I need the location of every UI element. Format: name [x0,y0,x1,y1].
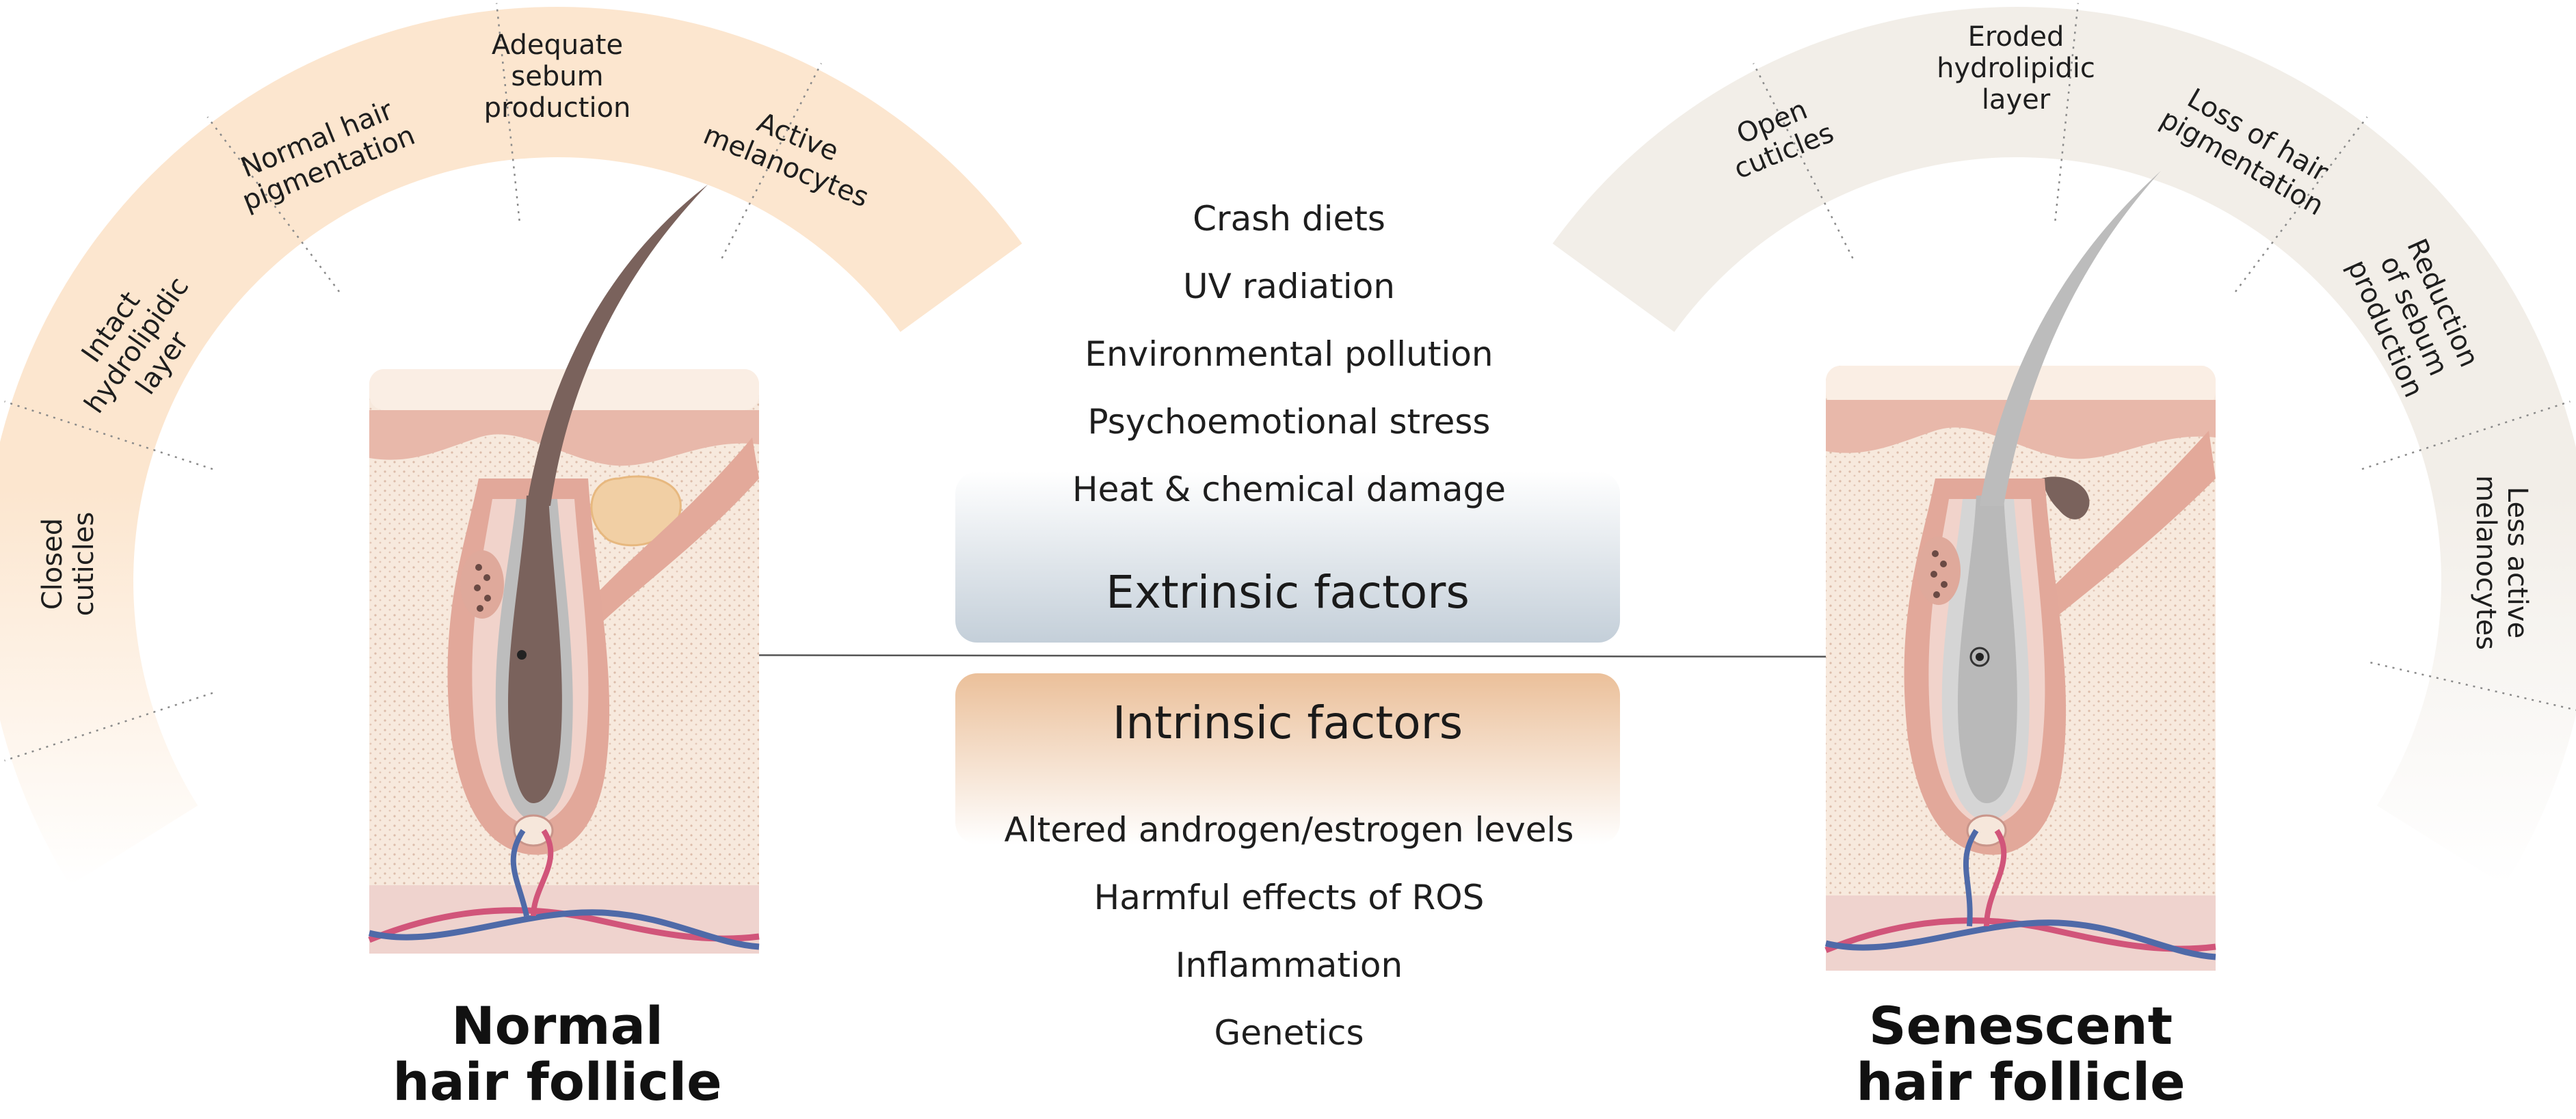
intrinsic-item: Altered androgen/estrogen levels [1004,810,1574,850]
extrinsic-item: UV radiation [1183,267,1395,306]
senescent-arc-divider [2054,3,2080,221]
normal-arc [0,3,1022,886]
extrinsic-item: Psychoemotional stress [1087,402,1491,442]
normal-follicle-illustration [368,185,760,954]
extrinsic-item: Environmental pollution [1085,334,1493,374]
extrinsic-title: Extrinsic factors [1106,566,1470,619]
normal-arc-divider [495,3,520,221]
senescent-arc-divider [2361,401,2571,470]
normal-title-line1: Normal [451,995,663,1056]
extrinsic-box [955,472,1620,643]
extrinsic-item: Heat & chemical damage [1072,470,1506,509]
intrinsic-item: Harmful effects of ROS [1093,878,1485,917]
senescent-arc-divider [2234,116,2368,293]
normal-title-line2: hair follicle [393,1051,722,1112]
extrinsic-item: Crash diets [1193,199,1385,239]
normal-arc-divider [207,116,341,293]
normal-follicle-title: Normal hair follicle [352,998,762,1110]
intrinsic-title: Intrinsic factors [1112,697,1463,749]
senescent-follicle-title: Senescent hair follicle [1809,998,2233,1110]
connector-line [521,653,1980,658]
intrinsic-item: Genetics [1214,1013,1364,1053]
normal-arc-divider [4,401,213,470]
senescent-segment-melanocytes: Less active melanocytes [2470,475,2533,650]
senescent-title-line2: hair follicle [1856,1051,2186,1112]
normal-arc-divider [721,63,823,259]
intrinsic-box [955,673,1620,844]
normal-arc-divider [4,692,213,761]
senescent-arc-divider [2370,662,2576,711]
senescent-segment-eroded-layer: Eroded hydrolipidic layer [1937,21,2095,116]
normal-segment-closed-cuticles: Closed cuticles [37,511,100,617]
senescent-title-line1: Senescent [1868,995,2173,1056]
normal-segment-sebum: Adequate sebum production [483,29,631,124]
intrinsic-item: Inflammation [1175,945,1403,985]
senescent-follicle-illustration [1824,171,2216,971]
senescent-arc [1552,3,2576,886]
senescent-arc-divider [1752,63,1854,259]
